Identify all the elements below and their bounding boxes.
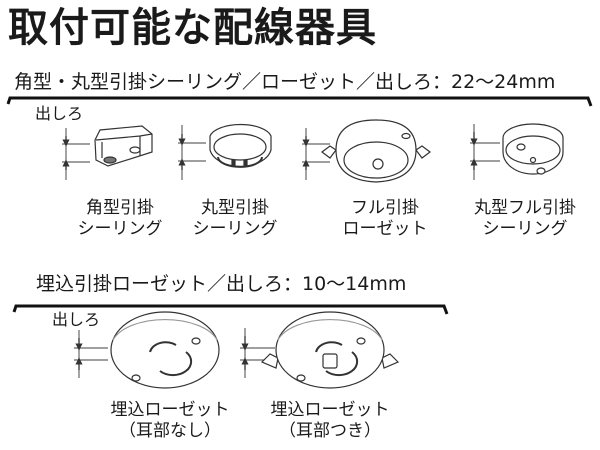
- item-label-full-rosette: フル引掛 ローゼット: [330, 198, 440, 240]
- item-label-line1: 埋込ローゼット: [110, 400, 230, 420]
- item-label-line1: 角型引掛: [86, 198, 154, 218]
- item-label-line2: （耳部なし）: [119, 421, 221, 441]
- embedded-rosette-no-ears-icon: [74, 311, 220, 389]
- item-label-round-ceiling: 丸型引掛 シーリング: [185, 198, 285, 240]
- full-hook-rosette-icon: [302, 119, 431, 183]
- item-label-line2: シーリング: [482, 219, 568, 239]
- item-label-round-full-ceiling: 丸型フル引掛 シーリング: [465, 198, 585, 240]
- dimension-label: 出しろ: [35, 104, 84, 123]
- item-label-line2: ローゼット: [342, 219, 428, 239]
- round-full-hook-ceiling-icon: [470, 123, 564, 180]
- dimension-label: 出しろ: [52, 310, 101, 329]
- section-heading-hook-ceiling: 角型・丸型引掛シーリング／ローゼット／出しろ：22〜24mm: [14, 71, 556, 93]
- bracket-line-bottom: [12, 304, 449, 315]
- page-title: 取付可能な配線器具: [8, 5, 377, 51]
- embedded-rosette-with-ears-icon: [240, 311, 400, 389]
- square-ceiling-hook-icon: [62, 125, 153, 180]
- item-label-line1: 丸型引掛: [201, 198, 269, 218]
- item-label-square-ceiling: 角型引掛 シーリング: [70, 198, 170, 240]
- item-label-embedded-with-ears: 埋込ローゼット （耳部つき）: [260, 400, 400, 442]
- item-label-embedded-no-ears: 埋込ローゼット （耳部なし）: [100, 400, 240, 442]
- item-label-line2: （耳部つき）: [279, 421, 381, 441]
- item-label-line1: フル引掛: [351, 198, 419, 218]
- round-ceiling-hook-icon: [178, 123, 272, 180]
- item-label-line1: 埋込ローゼット: [270, 400, 390, 420]
- item-label-line2: シーリング: [77, 219, 163, 239]
- item-label-line1: 丸型フル引掛: [474, 198, 576, 218]
- item-label-line2: シーリング: [192, 219, 278, 239]
- bracket-line-top: [6, 96, 593, 107]
- section-heading-embedded-rosette: 埋込引掛ローゼット／出しろ：10〜14mm: [36, 273, 407, 295]
